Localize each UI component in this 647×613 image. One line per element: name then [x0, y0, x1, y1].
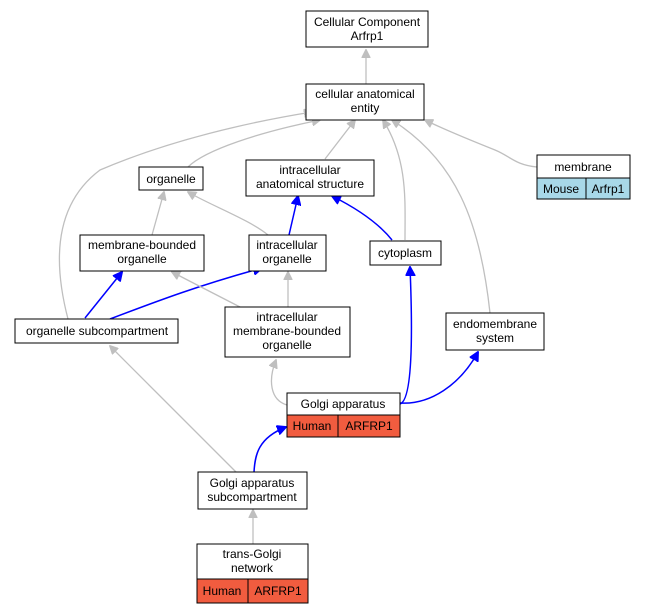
edge-io-to-organelle [188, 192, 269, 236]
edge-imbo-to-mbo [172, 272, 241, 308]
edge-subcompartment-to-cae [58, 112, 312, 320]
annotation-gene-cell [247, 578, 309, 604]
node-label-line: intracellular [279, 163, 340, 177]
edge-organelle-to-cae [187, 120, 320, 168]
annotation-species: Mouse [543, 182, 579, 196]
node-golgi-apparatus[interactable]: Golgi apparatus Human ARFRP1 [286, 392, 401, 438]
edge-ias-to-cae [324, 120, 355, 160]
node-label-line: cytoplasm [378, 246, 432, 260]
annotation-species-cell [196, 578, 249, 604]
annotation-gene-cell [585, 177, 631, 200]
node-trans-golgi-network[interactable]: trans-Golgi network Human ARFRP1 [196, 543, 309, 604]
node-label-line: system [476, 331, 514, 345]
node-label-line: intracellular [256, 310, 317, 324]
node-label-line: cellular anatomical [315, 87, 414, 101]
edge-subcompartment-to-io [109, 268, 262, 320]
node-label-line: organelle [262, 252, 312, 266]
node-endomembrane-system[interactable]: endomembrane system [445, 312, 545, 351]
node-label-line: organelle [146, 172, 196, 186]
edges [58, 50, 538, 544]
node-label-line: Golgi apparatus [301, 397, 386, 411]
node-label-line: organelle [117, 252, 167, 266]
node-organelle-subcompartment[interactable]: organelle subcompartment [14, 318, 179, 344]
node-label-line: endomembrane [453, 317, 537, 331]
node-label-line: Arfrp1 [351, 29, 384, 43]
node-label-line: membrane-bounded [233, 324, 341, 338]
node-intracellular-anatomical-structure[interactable]: intracellular anatomical structure [245, 159, 375, 197]
annotation-species: Human [293, 419, 332, 433]
node-cellular-anatomical-entity[interactable]: cellular anatomical entity [305, 83, 425, 121]
node-label-line: Cellular Component [314, 15, 421, 29]
edge-endomembrane-to-cae [392, 120, 491, 314]
edge-membrane-to-cae [425, 120, 538, 168]
node-label-line: membrane-bounded [88, 238, 196, 252]
node-label-line: membrane [554, 160, 612, 174]
edge-gas-to-subcompartment [110, 346, 237, 473]
node-label-line: subcompartment [207, 490, 297, 504]
node-organelle[interactable]: organelle [138, 166, 204, 191]
node-label-line: organelle subcompartment [26, 324, 169, 338]
edge-subcompartment-to-mbo [84, 272, 122, 319]
edge-golgi-to-imbo [271, 360, 288, 406]
node-label-line: intracellular [256, 238, 317, 252]
edge-cytoplasm-to-cae [383, 120, 406, 241]
node-label-line: network [231, 561, 274, 575]
edge-mbo-to-organelle [151, 192, 164, 236]
node-golgi-apparatus-subcompartment[interactable]: Golgi apparatus subcompartment [197, 471, 308, 510]
annotation-gene: ARFRP1 [345, 419, 393, 433]
node-cellular-component[interactable]: Cellular Component Arfrp1 [305, 10, 429, 48]
edge-golgi-to-cytoplasm [399, 267, 411, 405]
node-membrane-bounded-organelle[interactable]: membrane-bounded organelle [79, 234, 205, 272]
annotation-gene: ARFRP1 [254, 584, 302, 598]
edge-cytoplasm-to-ias [332, 196, 393, 241]
node-membrane[interactable]: membrane Mouse Arfrp1 [536, 154, 631, 200]
edge-gas-to-golgi [253, 427, 286, 473]
annotation-gene-cell [337, 414, 401, 438]
node-intracellular-organelle[interactable]: intracellular organelle [248, 234, 327, 272]
node-intracellular-membrane-bounded-organelle[interactable]: intracellular membrane-bounded organelle [224, 306, 351, 358]
annotation-species: Human [203, 584, 242, 598]
node-label-line: Golgi apparatus [210, 476, 295, 490]
edge-golgi-to-endomembrane [399, 352, 478, 404]
node-cytoplasm[interactable]: cytoplasm [369, 240, 442, 266]
node-label-line: trans-Golgi [223, 547, 282, 561]
node-label-line: anatomical structure [256, 177, 364, 191]
annotation-gene: Arfrp1 [592, 182, 625, 196]
node-label-line: organelle [262, 338, 312, 352]
node-label-line: entity [351, 101, 380, 115]
edge-io-to-ias [288, 196, 298, 236]
